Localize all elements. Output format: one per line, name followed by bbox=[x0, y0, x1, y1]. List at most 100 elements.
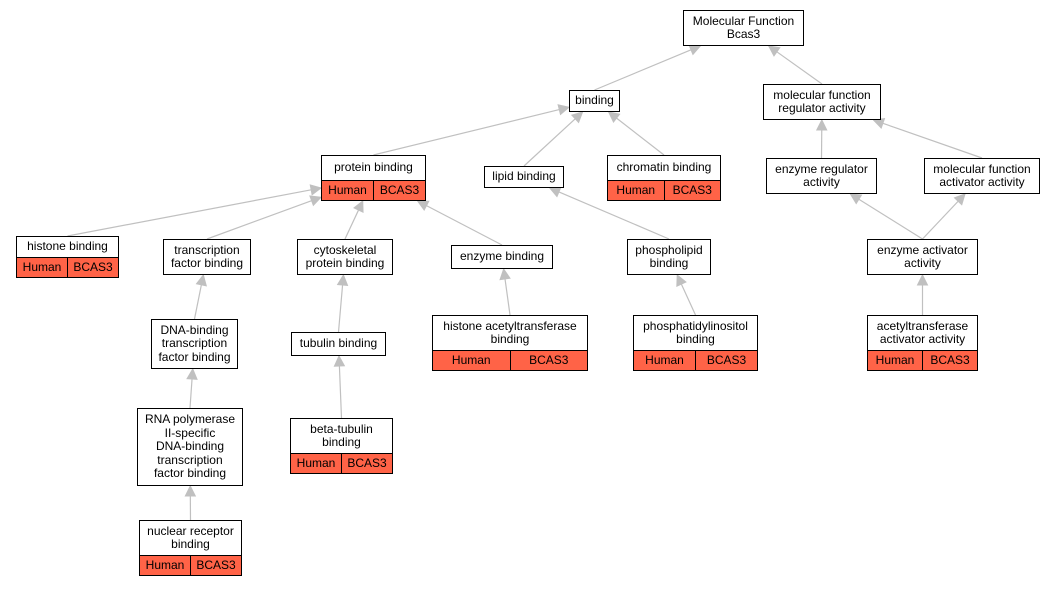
species-cell: Human bbox=[451, 352, 491, 367]
edge-enzyme_binding-to-protein_binding bbox=[426, 205, 503, 246]
arrowhead-protein_binding-to-binding bbox=[557, 104, 571, 116]
arrowhead-binding-to-mf bbox=[688, 44, 702, 56]
gene-cell: BCAS3 bbox=[373, 181, 425, 200]
annotation-row: Human BCAS3 bbox=[868, 350, 977, 370]
arrowhead-enzyme_binding-to-protein_binding bbox=[416, 200, 430, 212]
edge-protein_binding-to-binding bbox=[373, 109, 560, 156]
annotation-row: Human BCAS3 bbox=[634, 350, 757, 370]
node-dna-binding-transcription-factor-binding[interactable]: DNA-binding transcription factor binding bbox=[151, 319, 238, 369]
node-rna-polymerase-ii-specific-tf-binding[interactable]: RNA polymerase II-specific DNA-binding t… bbox=[137, 408, 243, 486]
node-acetyltransferase-activator-activity[interactable]: acetyltransferase activator activity Hum… bbox=[867, 315, 978, 371]
node-enzyme-binding[interactable]: enzyme binding bbox=[451, 245, 553, 269]
node-molecular-function[interactable]: Molecular Function Bcas3 bbox=[683, 10, 804, 46]
node-label: binding bbox=[575, 93, 614, 108]
gene-cell: BCAS3 bbox=[190, 556, 241, 575]
arrowhead-pi_binding-to-phospholipid_binding bbox=[676, 273, 687, 287]
gene-cell: BCAS3 bbox=[341, 454, 392, 473]
node-histone-acetyltransferase-binding[interactable]: histone acetyltransferase binding Human … bbox=[432, 315, 588, 371]
edge-histone_binding-to-protein_binding bbox=[67, 189, 312, 237]
node-cytoskeletal-protein-binding[interactable]: cytoskeletal protein binding bbox=[297, 239, 393, 275]
species-cell: Human bbox=[296, 455, 336, 470]
node-phosphatidylinositol-binding[interactable]: phosphatidylinositol binding Human BCAS3 bbox=[633, 315, 758, 371]
edge-pi_binding-to-phospholipid_binding bbox=[680, 283, 697, 316]
node-beta-tubulin-binding[interactable]: beta-tubulin binding Human BCAS3 bbox=[290, 418, 393, 474]
node-transcription-factor-binding[interactable]: transcription factor binding bbox=[163, 239, 251, 275]
node-binding[interactable]: binding bbox=[569, 90, 620, 112]
annotation-row: Human BCAS3 bbox=[140, 555, 241, 575]
arrowhead-phospholipid_binding-to-lipid_binding bbox=[548, 186, 562, 198]
edge-tubulin_binding-to-cytoskeletal_binding bbox=[337, 284, 344, 333]
arrowhead-enzyme_activator-to-enzyme_regulator bbox=[849, 193, 863, 205]
gene-cell: BCAS3 bbox=[67, 258, 118, 277]
arrowhead-acetyltransferase_activator-to-enzyme_activator bbox=[916, 273, 929, 286]
node-label: phospholipid binding bbox=[635, 242, 703, 270]
edge-phospholipid_binding-to-lipid_binding bbox=[558, 191, 670, 240]
annotation-row: Human BCAS3 bbox=[291, 453, 392, 473]
annotation-row: Human BCAS3 bbox=[322, 180, 425, 200]
node-protein-binding[interactable]: protein binding Human BCAS3 bbox=[321, 155, 426, 201]
node-label: enzyme activator activity bbox=[877, 242, 968, 270]
node-molecular-function-regulator-activity[interactable]: molecular function regulator activity bbox=[763, 84, 881, 120]
gene-cell: BCAS3 bbox=[663, 181, 721, 200]
edge-beta_tubulin_binding-to-tubulin_binding bbox=[338, 365, 343, 419]
node-label: molecular function activator activity bbox=[933, 161, 1031, 189]
arrowhead-chromatin_binding-to-binding bbox=[607, 111, 621, 124]
node-phospholipid-binding[interactable]: phospholipid binding bbox=[627, 239, 711, 275]
node-molecular-function-activator-activity[interactable]: molecular function activator activity bbox=[924, 158, 1040, 194]
arrowhead-enzyme_activator-to-mf_activator bbox=[953, 193, 966, 206]
edge-chromatin_binding-to-binding bbox=[616, 117, 665, 156]
edge-enzyme_activator-to-mf_activator bbox=[922, 200, 959, 240]
node-chromatin-binding[interactable]: chromatin binding Human BCAS3 bbox=[607, 155, 721, 201]
node-label: enzyme regulator activity bbox=[775, 161, 868, 189]
species-cell: Human bbox=[328, 182, 367, 197]
species-cell: Human bbox=[645, 352, 684, 367]
species-cell: Human bbox=[875, 352, 915, 367]
edge-mf_activator-to-mf_regulator bbox=[882, 122, 983, 159]
node-label: nuclear receptor binding bbox=[147, 523, 234, 551]
arrowhead-rnap2_tf_binding-to-dna_tf_binding bbox=[186, 367, 198, 380]
arrowhead-tubulin_binding-to-cytoskeletal_binding bbox=[336, 273, 349, 286]
node-label: Molecular Function Bcas3 bbox=[692, 13, 795, 41]
species-cell: Human bbox=[145, 557, 185, 572]
gene-cell: BCAS3 bbox=[509, 351, 588, 370]
edge-cytoskeletal_binding-to-protein_binding bbox=[344, 209, 360, 240]
edge-enzyme_activator-to-enzyme_regulator bbox=[858, 198, 923, 240]
node-label: lipid binding bbox=[492, 169, 556, 184]
node-label: histone acetyltransferase binding bbox=[443, 318, 577, 346]
arrowhead-mf_activator-to-mf_regulator bbox=[872, 117, 886, 129]
edge-dna_tf_binding-to-tf_binding bbox=[193, 284, 202, 320]
edge-rnap2_tf_binding-to-dna_tf_binding bbox=[189, 378, 193, 409]
edge-lipid_binding-to-binding bbox=[523, 118, 576, 167]
node-tubulin-binding[interactable]: tubulin binding bbox=[291, 332, 386, 356]
node-lipid-binding[interactable]: lipid binding bbox=[484, 166, 564, 188]
node-label: tubulin binding bbox=[299, 336, 378, 351]
arrowhead-nuclear_receptor_binding-to-rnap2_tf_binding bbox=[184, 484, 197, 497]
node-label: phosphatidylinositol binding bbox=[643, 318, 748, 346]
arrowhead-enzyme_regulator-to-mf_regulator bbox=[815, 118, 828, 131]
arrowhead-beta_tubulin_binding-to-tubulin_binding bbox=[333, 354, 346, 367]
node-enzyme-activator-activity[interactable]: enzyme activator activity bbox=[867, 239, 978, 275]
node-label: transcription factor binding bbox=[170, 242, 244, 270]
node-histone-binding[interactable]: histone binding Human BCAS3 bbox=[16, 236, 119, 278]
node-label: histone binding bbox=[27, 239, 108, 254]
edge-hat_binding-to-enzyme_binding bbox=[504, 278, 511, 316]
node-label: enzyme binding bbox=[459, 249, 545, 264]
gene-cell: BCAS3 bbox=[695, 351, 757, 370]
arrowhead-dna_tf_binding-to-tf_binding bbox=[195, 273, 207, 287]
node-label: protein binding bbox=[334, 160, 413, 175]
arrowhead-histone_binding-to-protein_binding bbox=[309, 184, 323, 196]
node-nuclear-receptor-binding[interactable]: nuclear receptor binding Human BCAS3 bbox=[139, 520, 242, 576]
arrowhead-tf_binding-to-protein_binding bbox=[309, 195, 323, 207]
edge-mf_regulator-to-mf bbox=[776, 51, 823, 85]
node-label: beta-tubulin binding bbox=[310, 421, 373, 449]
arrowhead-lipid_binding-to-binding bbox=[570, 111, 584, 124]
node-label: cytoskeletal protein binding bbox=[305, 242, 385, 270]
annotation-row: Human BCAS3 bbox=[433, 350, 587, 370]
annotation-row: Human BCAS3 bbox=[608, 180, 720, 200]
node-label: acetyltransferase activator activity bbox=[876, 318, 969, 346]
gene-cell: BCAS3 bbox=[922, 351, 977, 370]
species-cell: Human bbox=[22, 259, 62, 274]
node-enzyme-regulator-activity[interactable]: enzyme regulator activity bbox=[766, 158, 877, 194]
edge-binding-to-mf bbox=[594, 49, 692, 91]
